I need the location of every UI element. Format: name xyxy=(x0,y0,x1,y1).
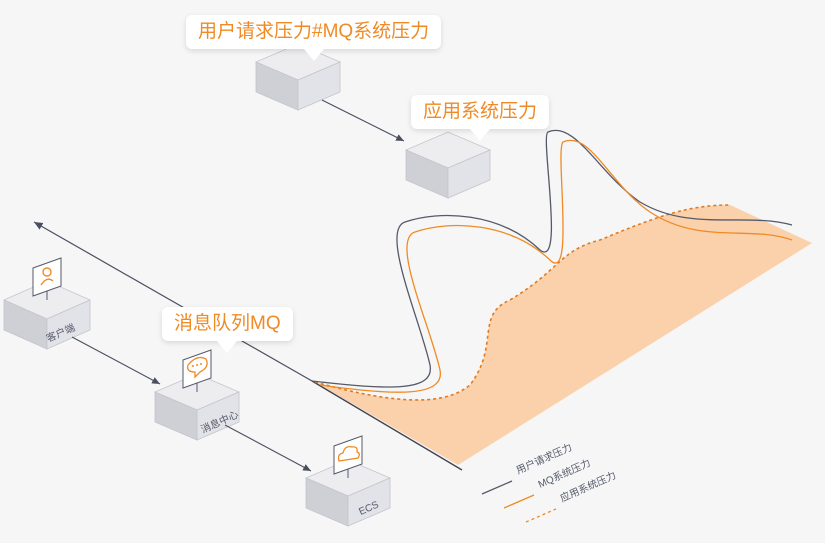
callout-app-pressure: 应用系统压力 xyxy=(411,95,550,141)
user-icon xyxy=(32,257,62,297)
flow-arrow-to-app xyxy=(321,99,405,142)
user-pressure-curve xyxy=(311,129,793,388)
cube-user-request xyxy=(254,43,342,111)
cloud-icon xyxy=(333,435,363,475)
legend-item-mq-pressure: MQ系统压力 xyxy=(503,456,592,509)
client-node: 客户端 xyxy=(3,257,91,350)
callout-message-queue: 消息队列MQ xyxy=(162,307,293,353)
cube-app-system xyxy=(404,131,492,199)
message-center-node: 消息中心 xyxy=(153,349,240,441)
app-pressure-area xyxy=(315,205,812,465)
mq-pressure-curve xyxy=(319,139,793,393)
legend: 用户请求压力 MQ系统压力 应用系统压力 xyxy=(481,440,618,523)
flow-arrow-to-ecs xyxy=(224,424,312,472)
callout-user-mq-pressure: 用户请求压力#MQ系统压力 xyxy=(186,15,442,61)
ecs-node: ECS xyxy=(304,435,392,527)
chart-baseline xyxy=(311,380,463,471)
legend-item-user-pressure: 用户请求压力 xyxy=(481,440,574,495)
chat-bubble-icon xyxy=(182,349,212,389)
flow-arrow-to-message-center xyxy=(71,336,161,385)
time-axis-arrow xyxy=(33,221,313,382)
